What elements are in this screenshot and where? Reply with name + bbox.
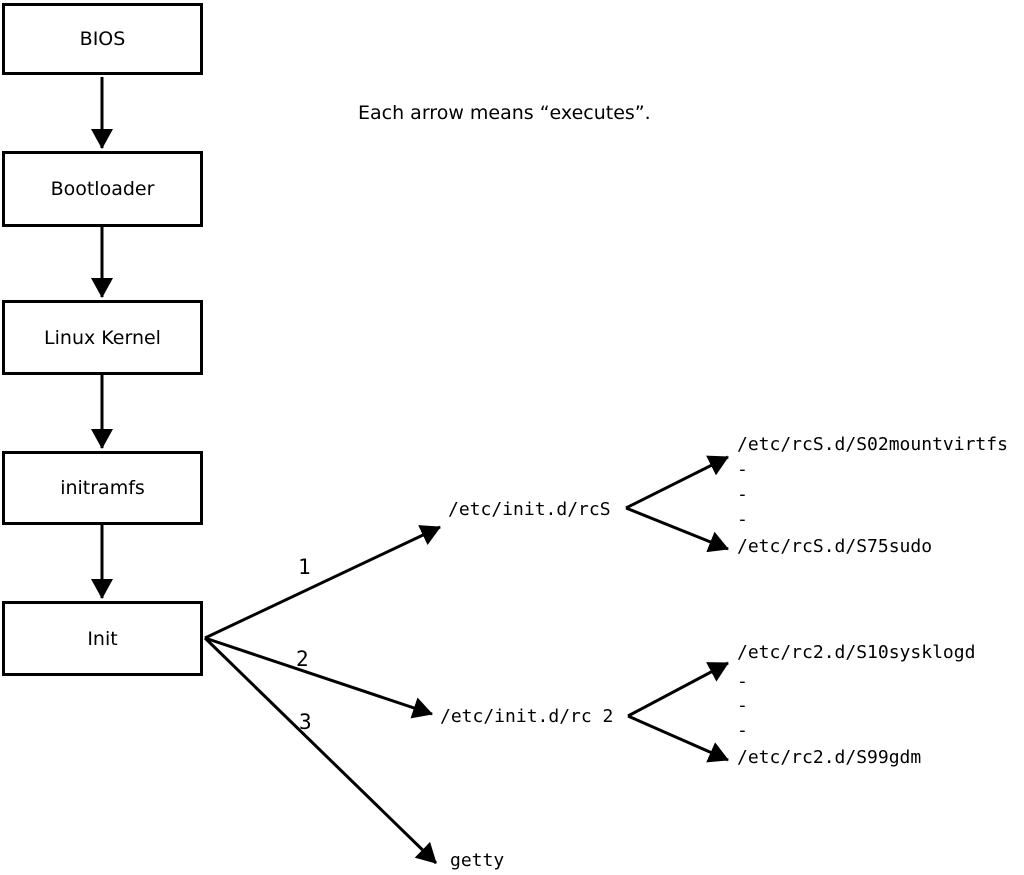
rcs-child-dash-2: - xyxy=(737,484,748,505)
rc2-child-first: /etc/rc2.d/S10sysklogd xyxy=(737,642,976,663)
arrow-rcs-to-s02mountvirtfs xyxy=(625,455,729,510)
box-initramfs: initramfs xyxy=(2,451,203,525)
box-linux-kernel-label: Linux Kernel xyxy=(44,326,161,349)
rcs-child-first: /etc/rcS.d/S02mountvirtfs xyxy=(737,434,1008,455)
rc2-child-dash-2: - xyxy=(737,695,748,716)
rcs-child-dash-1: - xyxy=(737,459,748,480)
branch-1-number: 1 xyxy=(298,555,311,579)
box-bootloader: Bootloader xyxy=(2,151,203,227)
box-init-label: Init xyxy=(87,627,118,650)
rcs-child-last: /etc/rcS.d/S75sudo xyxy=(737,536,933,557)
box-bios: BIOS xyxy=(2,3,203,75)
box-initramfs-label: initramfs xyxy=(60,477,145,499)
arrow-rc2-to-s10sysklogd xyxy=(627,661,729,718)
rcs-child-dash-3: - xyxy=(737,509,748,530)
box-bios-label: BIOS xyxy=(79,28,126,50)
target-rcs: /etc/init.d/rcS xyxy=(448,499,611,520)
branch-3-number: 3 xyxy=(299,710,312,734)
target-getty: getty xyxy=(450,850,505,871)
rc2-child-last: /etc/rc2.d/S99gdm xyxy=(737,747,922,768)
box-init: Init xyxy=(2,601,203,676)
branch-2-number: 2 xyxy=(296,647,309,671)
target-rc2: /etc/init.d/rc 2 xyxy=(440,706,614,727)
arrow-init-to-rcs xyxy=(204,525,441,640)
arrow-rcs-to-s75sudo xyxy=(625,506,729,553)
rc2-child-dash-1: - xyxy=(737,671,748,692)
arrow-rc2-to-s99gdm xyxy=(627,714,729,763)
box-bootloader-label: Bootloader xyxy=(50,178,155,200)
legend-note: Each arrow means “executes”. xyxy=(358,102,651,124)
arrow-init-to-rc2 xyxy=(204,636,433,719)
arrow-init-to-getty xyxy=(203,636,438,865)
rc2-child-dash-3: - xyxy=(737,720,748,741)
box-linux-kernel: Linux Kernel xyxy=(2,300,203,375)
